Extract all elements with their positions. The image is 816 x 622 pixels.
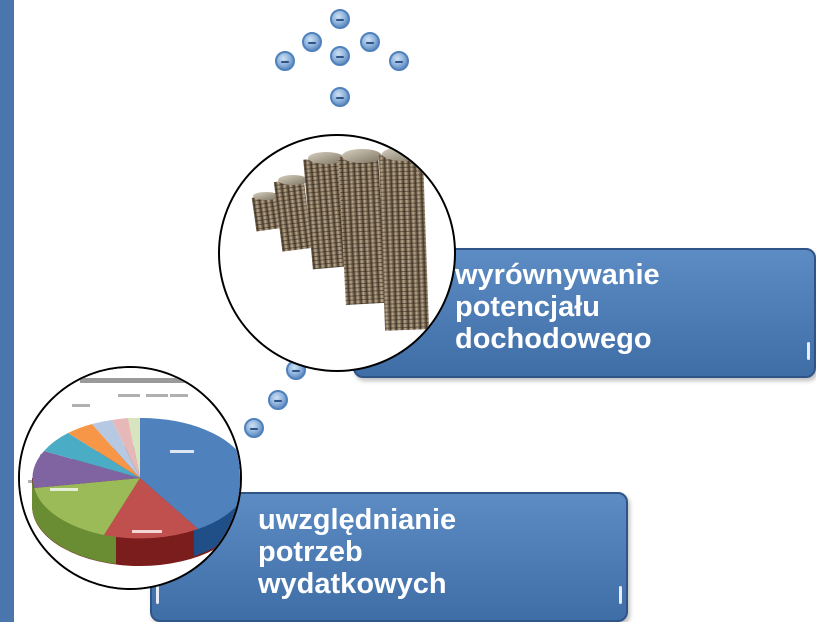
bubble-icon: [330, 9, 350, 29]
bubble-icon: [389, 51, 409, 71]
pie-chart-circle: [18, 366, 242, 590]
upper-panel-label: wyrównywanie potencjału dochodowego: [455, 259, 660, 355]
bubble-icon: [302, 32, 322, 52]
lower-panel-label: uwzględnianie potrzeb wydatkowych: [258, 504, 457, 600]
left-accent-bar: [0, 0, 14, 622]
coins-circle: [218, 134, 456, 372]
bubble-icon: [275, 51, 295, 71]
bubble-icon: [268, 390, 288, 410]
panel-corner-mark: [807, 342, 810, 360]
panel-corner-mark: [619, 586, 622, 604]
pie-chart-icon: [20, 368, 240, 588]
coin-stacks-icon: [251, 147, 430, 331]
bubble-icon: [330, 46, 350, 66]
bubble-icon: [360, 32, 380, 52]
panel-corner-mark: [156, 586, 159, 604]
bubble-icon: [330, 87, 350, 107]
bubble-icon: [244, 418, 264, 438]
